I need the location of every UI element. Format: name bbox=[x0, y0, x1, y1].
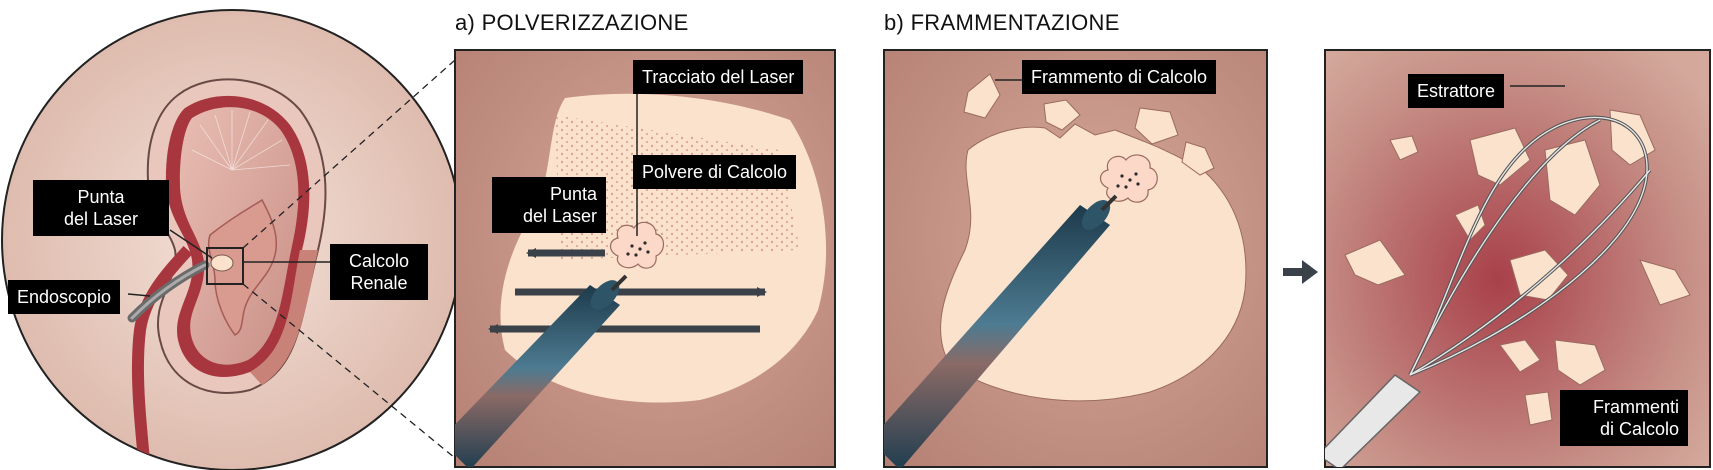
label-panel-a-laser-tip: Punta del Laser bbox=[492, 177, 606, 233]
label-kidney-stone: Calcolo Renale bbox=[330, 244, 428, 300]
kidney-overview bbox=[1, 9, 463, 470]
label-endoscope: Endoscopio bbox=[8, 280, 121, 314]
panel-pulverization bbox=[454, 49, 836, 468]
label-stone-dust: Polvere di Calcolo bbox=[633, 155, 797, 189]
label-stone-fragments: Frammenti di Calcolo bbox=[1560, 390, 1688, 446]
step-arrow-icon bbox=[1283, 260, 1318, 284]
heading-fragmentation: b) FRAMMENTAZIONE bbox=[884, 10, 1120, 35]
heading-pulverization: a) POLVERIZZAZIONE bbox=[455, 10, 689, 35]
label-stone-fragment: Frammento di Calcolo bbox=[1022, 60, 1217, 94]
label-extractor: Estrattore bbox=[1408, 74, 1505, 108]
panel-fragmentation bbox=[883, 49, 1268, 468]
label-kidney-laser-tip: Punta del Laser bbox=[33, 180, 169, 236]
label-laser-path: Tracciato del Laser bbox=[633, 60, 804, 94]
